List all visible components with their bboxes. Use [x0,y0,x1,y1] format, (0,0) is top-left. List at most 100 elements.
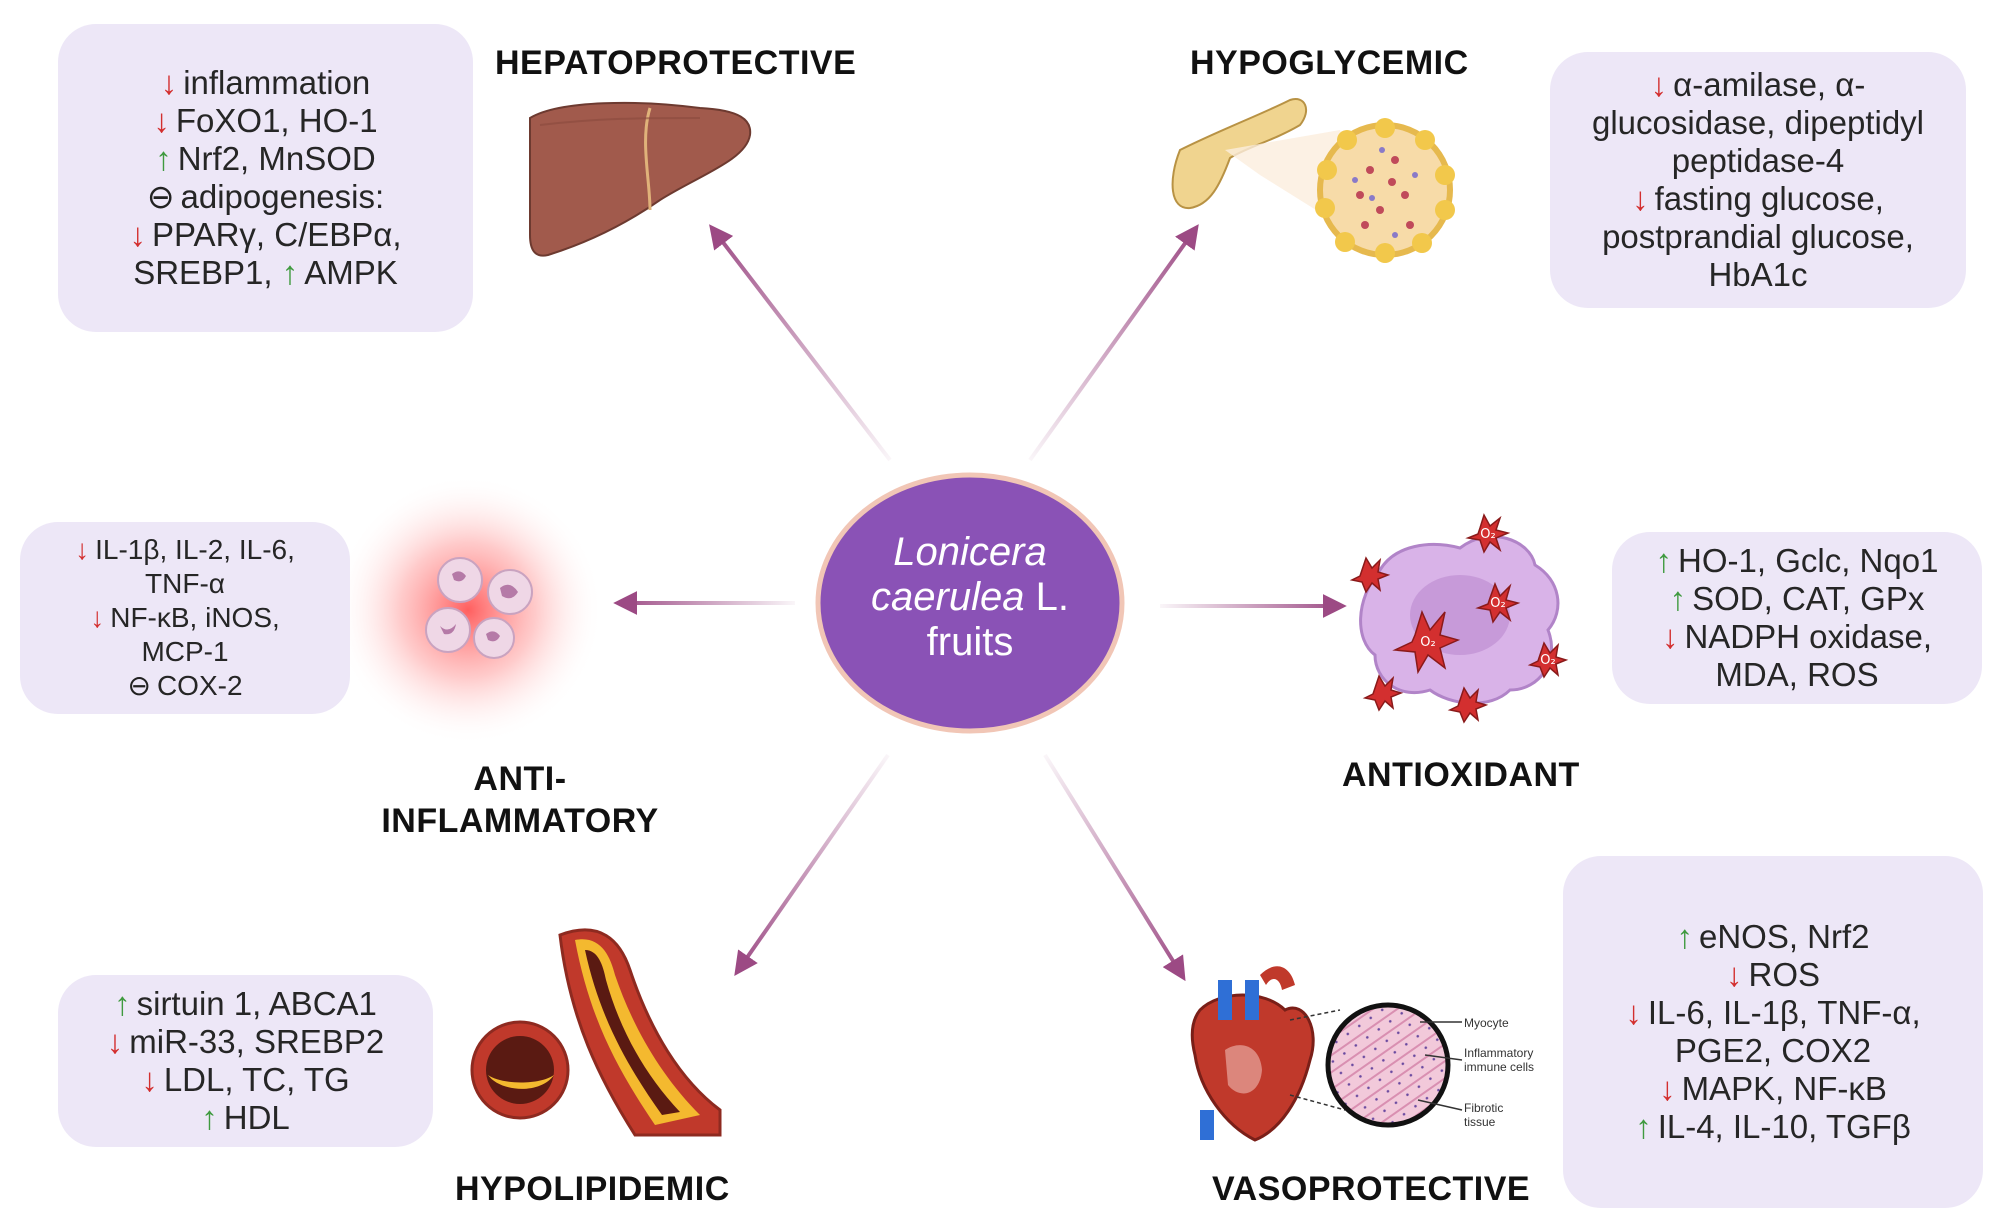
center-ellipse [815,472,1125,734]
effect-text: MCP-1 [141,636,229,667]
decrease-arrow-icon: ↓ [1725,956,1743,993]
increase-arrow-icon: ↑ [155,140,172,177]
decrease-arrow-icon: ↓ [90,602,105,633]
arrow-to-vasoprotective [1043,753,1186,982]
decrease-arrow-icon: ↓ [153,102,170,139]
artery-plaque-icon [470,928,722,1137]
effect-text: IL-4, IL-10, TGFβ [1657,1108,1911,1145]
effect-line: ↓NF-κB, iNOS, [90,601,280,635]
effect-text: α-amilase, α- [1673,66,1866,103]
increase-arrow-icon: ↑ [1635,1108,1652,1145]
effect-text: COX-2 [156,670,243,701]
decrease-arrow-icon: ↓ [106,1023,124,1060]
effect-line: ⊖COX-2 [127,669,242,703]
oxidized-cell-icon: O₂ O₂ O₂ O₂ [1349,513,1569,724]
decrease-arrow-icon: ↓ [1625,994,1642,1031]
effect-text: HO-1, Gclc, Nqo1 [1678,542,1939,579]
effect-line: postprandial glucose, [1602,218,1914,256]
center-line-1: Lonicera [893,530,1047,574]
effect-text: LDL, TC, TG [163,1061,350,1098]
effect-line: ↑SOD, CAT, GPx [1670,580,1925,618]
liver-icon [529,101,752,257]
effect-text: NADPH oxidase, [1684,618,1933,655]
center-line-2: caerulea L. [871,575,1069,619]
effect-text: MAPK, NF-κB [1681,1070,1887,1107]
title-vasoprotective: VASOPROTECTIVE [1212,1170,1531,1208]
effect-line: ↓MAPK, NF-κB [1659,1070,1887,1108]
effect-line: ↓ROS [1726,956,1820,994]
immune-cells-icon [333,475,603,745]
effect-line: ↓LDL, TC, TG [141,1061,349,1099]
effect-text: fasting glucose, [1654,180,1884,217]
effect-text: PGE2, COX2 [1674,1032,1872,1069]
decrease-arrow-icon: ↓ [75,534,90,565]
title-hypoglycemic: HYPOGLYCEMIC [1190,44,1469,82]
o2-label: O₂ [1540,653,1555,668]
increase-arrow-icon: ↑ [281,254,299,291]
effect-text: TNF-α [145,568,225,599]
effect-line: ↓α-amilase, α- [1651,66,1866,104]
decrease-arrow-icon: ↓ [1659,1070,1676,1107]
decrease-arrow-icon: ↓ [1650,66,1668,103]
decrease-arrow-icon: ↓ [129,216,146,253]
immune-cells-label: immune cells [1464,1060,1534,1074]
effect-text: glucosidase, dipeptidyl [1591,104,1925,141]
effect-text: SREBP1, [133,254,282,291]
tissue-label: tissue [1464,1115,1496,1129]
effect-text: Nrf2, MnSOD [177,140,376,177]
increase-arrow-icon: ↑ [114,985,131,1022]
increase-arrow-icon: ↑ [201,1099,218,1136]
effect-text: HDL [223,1099,290,1136]
effect-text: miR-33, SREBP2 [129,1023,385,1060]
effect-text: PPARγ, C/EBPα, [151,216,402,253]
effect-text: HbA1c [1708,256,1808,293]
effect-text: AMPK [304,254,398,291]
o2-label: O₂ [1480,527,1495,542]
effect-line: glucosidase, dipeptidyl [1592,104,1924,142]
effect-text: inflammation [183,64,371,101]
center-line-3: fruits [926,620,1014,664]
effect-line: ↑sirtuin 1, ABCA1 [114,985,377,1023]
effect-line: ↓miR-33, SREBP2 [107,1023,384,1061]
increase-arrow-icon: ↑ [1655,542,1673,579]
effect-text: FoXO1, HO-1 [175,102,378,139]
tissue-magnifier-icon: Myocyte Inflammatory immune cells Fibrot… [1289,1002,1534,1129]
effect-text: SOD, CAT, GPx [1692,580,1925,617]
effect-line: SREBP1, ↑AMPK [133,254,398,292]
effect-line: ⊖adipogenesis: [147,178,384,216]
decrease-arrow-icon: ↓ [141,1061,158,1098]
title-hepatoprotective: HEPATOPROTECTIVE [495,44,857,82]
effect-line: ↑Nrf2, MnSOD [155,140,376,178]
anti-inflammatory-effects-box: ↓IL-1β, IL-2, IL-6,TNF-α↓NF-κB, iNOS,MCP… [20,522,350,714]
effect-text: IL-6, IL-1β, TNF-α, [1647,994,1921,1031]
effect-line: ↑HO-1, Gclc, Nqo1 [1656,542,1939,580]
hepatoprotective-effects-box: ↓inflammation↓FoXO1, HO-1↑Nrf2, MnSOD⊖ad… [58,24,473,332]
effect-text: adipogenesis: [180,178,385,215]
effect-line: TNF-α [145,567,225,601]
inhibit-icon: ⊖ [127,670,151,701]
arrow-to-hepatoprotective [709,224,892,462]
antioxidant-effects-box: ↑HO-1, Gclc, Nqo1↑SOD, CAT, GPx↓NADPH ox… [1612,532,1982,704]
effect-line: ↓FoXO1, HO-1 [153,102,377,140]
effect-line: ↓IL-6, IL-1β, TNF-α, [1625,994,1920,1032]
effect-line: MCP-1 [141,635,228,669]
fibrotic-label: Fibrotic [1464,1101,1503,1115]
effect-line: peptidase-4 [1672,142,1844,180]
increase-arrow-icon: ↑ [1669,580,1687,617]
title-hypolipidemic: HYPOLIPIDEMIC [455,1170,730,1208]
effect-line: ↓IL-1β, IL-2, IL-6, [75,533,295,567]
effect-text: eNOS, Nrf2 [1698,918,1870,955]
effect-text: IL-1β, IL-2, IL-6, [95,534,295,565]
inflammatory-label: Inflammatory [1464,1046,1533,1060]
o2-label: O₂ [1490,596,1505,611]
inhibit-icon: ⊖ [146,178,175,215]
effect-text: postprandial glucose, [1602,218,1914,255]
effect-arrows [613,224,1347,982]
effect-line: MDA, ROS [1715,656,1878,694]
center-label: Lonicera caerulea L. fruits [820,530,1120,665]
arrow-to-hypolipidemic [734,753,890,976]
decrease-arrow-icon: ↓ [1632,180,1649,217]
title-anti-inflammatory: ANTI- INFLAMMATORY [381,760,659,840]
